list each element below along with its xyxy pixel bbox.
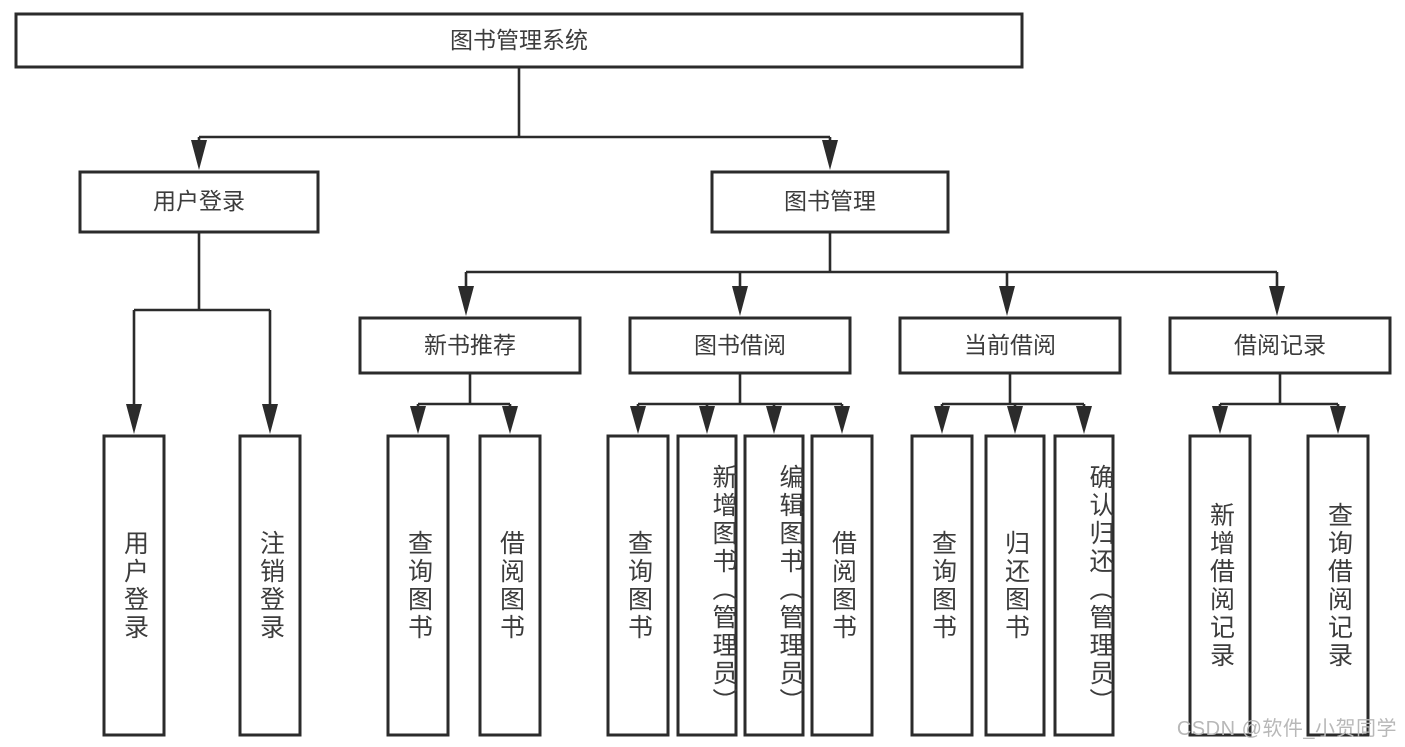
leaf-box-query-books-2[interactable] (606, 434, 670, 737)
arrow-to-leaf-query-books-2 (630, 406, 646, 434)
arrow-to-leaf-confirm-return (1076, 406, 1092, 434)
arrow-to-book-manage (822, 140, 838, 170)
leaf-box-add-book[interactable] (676, 434, 738, 737)
leaf-boxes (102, 434, 1370, 737)
connector-group-book-borrow (630, 373, 850, 434)
node-book-manage-box[interactable] (710, 170, 950, 234)
node-borrow-records[interactable]: 借阅记录 (1168, 316, 1392, 375)
leaf-box-query-record[interactable] (1306, 434, 1370, 737)
leaf-box-add-record[interactable] (1188, 434, 1252, 737)
node-book-borrow-label: 图书借阅 (694, 332, 786, 358)
arrow-to-leaf-borrow-books-1 (502, 406, 518, 434)
node-user-login-label: 用户登录 (153, 188, 245, 214)
arrow-to-user-login (191, 140, 207, 170)
arrow-to-book-borrow (732, 286, 748, 316)
leaf-box-query-books-1[interactable] (386, 434, 450, 737)
node-book-manage-label: 图书管理 (784, 188, 876, 214)
node-new-book-recommend-box[interactable] (358, 316, 582, 375)
leaf-box-edit-book[interactable] (743, 434, 805, 737)
node-book-borrow[interactable]: 图书借阅 (628, 316, 852, 375)
leaf-box-confirm-return[interactable] (1053, 434, 1115, 737)
connector-group-current-borrow (934, 373, 1092, 434)
node-current-borrow[interactable]: 当前借阅 (898, 316, 1122, 375)
leaf-box-query-books-3[interactable] (910, 434, 974, 737)
leaf-box-borrow-books-2[interactable] (810, 434, 874, 737)
arrow-to-leaf-borrow-books-2 (834, 406, 850, 434)
leaf-box-user-logout[interactable] (238, 434, 302, 737)
arrow-to-new-book-recommend (458, 286, 474, 316)
arrow-to-leaf-return-book (1007, 406, 1023, 434)
node-user-login[interactable]: 用户登录 (78, 170, 320, 234)
arrow-to-leaf-query-books-3 (934, 406, 950, 434)
csdn-watermark: CSDN @软件_小贺同学 (1176, 718, 1397, 740)
leaf-box-return-book[interactable] (984, 434, 1046, 737)
node-borrow-records-box[interactable] (1168, 316, 1392, 375)
arrow-to-leaf-edit-book (766, 406, 782, 434)
node-root-label: 图书管理系统 (450, 27, 588, 53)
node-book-borrow-box[interactable] (628, 316, 852, 375)
node-current-borrow-box[interactable] (898, 316, 1122, 375)
arrow-to-borrow-records (1269, 286, 1285, 316)
connector-group-root (191, 67, 838, 170)
node-user-login-box[interactable] (78, 170, 320, 234)
node-book-manage[interactable]: 图书管理 (710, 170, 950, 234)
leaf-box-borrow-books-1[interactable] (478, 434, 542, 737)
connector-group-borrow-records (1212, 373, 1346, 434)
node-root-box[interactable] (14, 12, 1024, 69)
connector-group-new-book-recommend (410, 373, 518, 434)
arrow-to-leaf-add-record (1212, 406, 1228, 434)
leaf-box-user-login[interactable] (102, 434, 166, 737)
connector-group-user-login (126, 232, 278, 434)
node-new-book-recommend[interactable]: 新书推荐 (358, 316, 582, 375)
node-root[interactable]: 图书管理系统 (14, 12, 1024, 69)
node-new-book-recommend-label: 新书推荐 (424, 332, 516, 358)
arrow-to-leaf-user-login (126, 404, 142, 434)
node-current-borrow-label: 当前借阅 (964, 332, 1056, 358)
arrow-to-leaf-query-record (1330, 406, 1346, 434)
arrow-to-leaf-query-books-1 (410, 406, 426, 434)
arrow-to-leaf-add-book (699, 406, 715, 434)
arrow-to-leaf-user-logout (262, 404, 278, 434)
node-borrow-records-label: 借阅记录 (1234, 332, 1326, 358)
arrow-to-current-borrow (999, 286, 1015, 316)
connector-group-book-manage (458, 232, 1285, 316)
